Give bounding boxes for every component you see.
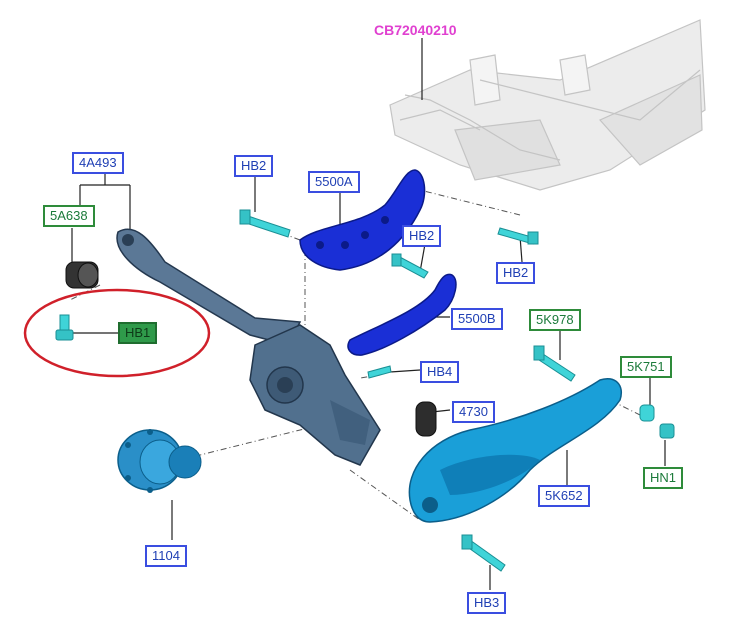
callout-hb1: HB1 xyxy=(118,322,158,344)
hub-1104 xyxy=(117,429,202,493)
callout-hb2-top: HB2 xyxy=(234,155,274,177)
callout-cb72040210: CB72040210 xyxy=(374,22,457,38)
callout-1104: 1104 xyxy=(145,545,187,567)
bolt-hb2-right xyxy=(497,227,539,245)
subframe-illustration xyxy=(389,19,706,191)
callout-hb2-mid: HB2 xyxy=(402,225,442,247)
nut-hn1 xyxy=(659,423,675,439)
bolt-hb4 xyxy=(367,365,392,379)
bolt-hb2-mid xyxy=(391,253,429,279)
bolt-hb2-top xyxy=(239,209,291,238)
callout-5500a: 5500A xyxy=(308,171,360,193)
part-5k751 xyxy=(639,404,655,422)
knuckle-illustration xyxy=(249,324,381,466)
lower-arm-5k652 xyxy=(408,378,622,523)
callout-5500b: 5500B xyxy=(451,308,503,330)
callout-5k652: 5K652 xyxy=(538,485,590,507)
bushing-5a638 xyxy=(65,261,99,289)
callout-hb4: HB4 xyxy=(420,361,460,383)
callout-4a493: 4A493 xyxy=(72,152,124,174)
callout-5k978: 5K978 xyxy=(529,309,581,331)
callout-hn1: HN1 xyxy=(643,467,684,489)
callout-hb3: HB3 xyxy=(467,592,507,614)
bolt-hb3 xyxy=(461,534,506,572)
bolt-hb1 xyxy=(55,314,74,341)
arm-5500b xyxy=(347,273,457,356)
bump-stop-4730 xyxy=(415,401,437,437)
callout-5k751: 5K751 xyxy=(620,356,672,378)
upper-arm-5500a xyxy=(299,169,426,271)
callout-4730: 4730 xyxy=(452,401,495,423)
bolt-5k978 xyxy=(533,345,576,382)
callout-hb2-right: HB2 xyxy=(496,262,536,284)
callout-5a638: 5A638 xyxy=(43,205,95,227)
highlight-circle xyxy=(23,288,211,378)
